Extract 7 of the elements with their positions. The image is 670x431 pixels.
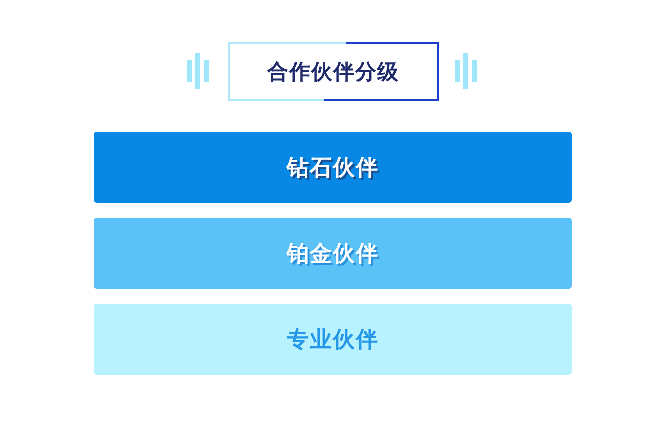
title: 合作伙伴分级	[228, 42, 439, 101]
tier-band	[94, 304, 572, 375]
tier-label: 铂金伙伴	[287, 240, 379, 268]
tier-label: 专业伙伴	[287, 326, 379, 354]
tier-band	[94, 218, 572, 289]
tier-label: 钻石伙伴	[287, 154, 379, 182]
tier-band	[94, 132, 572, 203]
